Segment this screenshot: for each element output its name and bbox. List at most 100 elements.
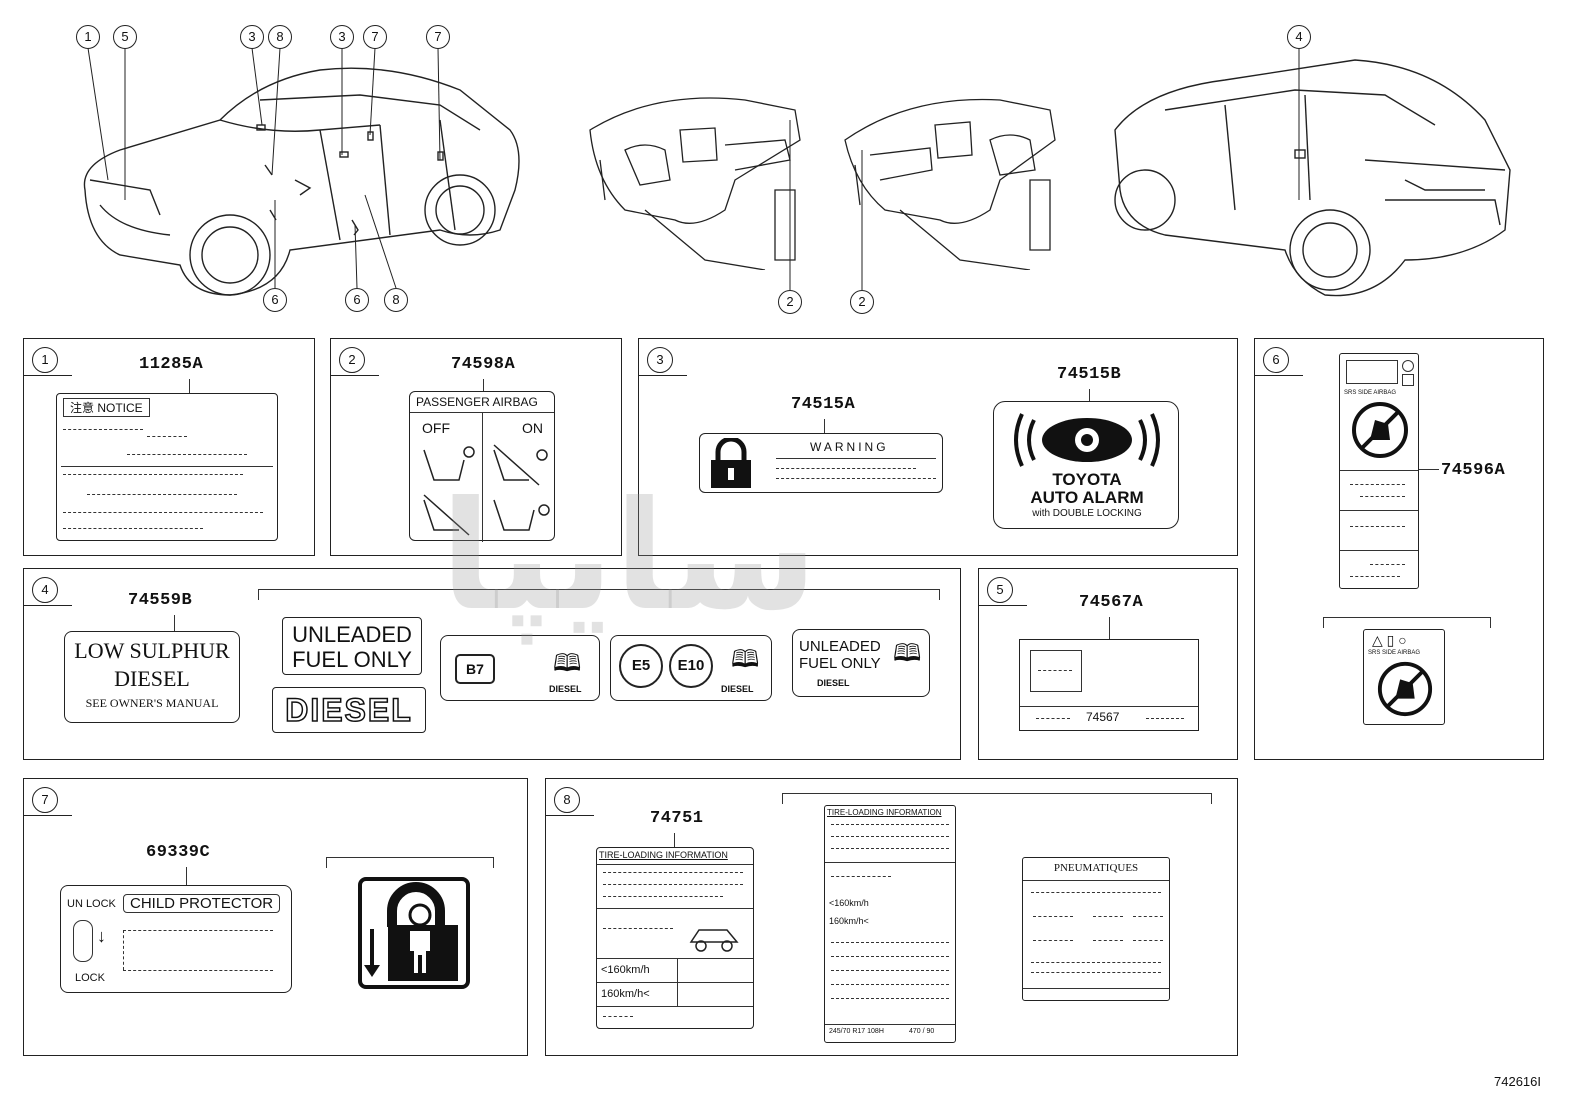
part-number-a: 74515A	[791, 395, 856, 414]
leader-lines	[87, 47, 1300, 290]
uf-line2: FUEL ONLY	[799, 655, 881, 672]
pneumatiques-label: PNEUMATIQUES	[1022, 857, 1170, 1001]
panel-number: 6	[1263, 347, 1289, 373]
callout-6b: 6	[345, 288, 369, 312]
no-child-seat-icon-small	[1377, 661, 1433, 717]
alt-bracket	[1323, 617, 1491, 628]
alt-bracket	[258, 589, 940, 600]
panel-number: 1	[32, 347, 58, 373]
panel-2: 2 74598A PASSENGER AIRBAG OFF ON	[330, 338, 622, 556]
airbag-off: OFF	[422, 420, 450, 436]
panel-4: 4 74559B LOW SULPHUR DIESEL SEE OWNER'S …	[23, 568, 961, 760]
alt-bracket	[326, 857, 494, 868]
callout-1: 1	[76, 25, 100, 49]
panel-5: 5 74567A 74567	[978, 568, 1238, 760]
speed-3: <160km/h	[829, 898, 869, 908]
panel-number: 5	[987, 577, 1013, 603]
unleaded-fuel-small-label: UNLEADED FUEL ONLY 🕮 DIESEL	[792, 629, 930, 697]
part-number: 74596A	[1441, 461, 1506, 480]
speed-2: 160km/h<	[601, 988, 650, 1000]
uf-sub: DIESEL	[817, 678, 850, 688]
alarm-line1: TOYOTA	[1052, 470, 1122, 489]
callout-7b: 7	[426, 25, 450, 49]
lock-switch-icon	[73, 920, 93, 962]
callout-3b: 3	[330, 25, 354, 49]
unleaded-fuel-label: UNLEADED FUEL ONLY	[282, 617, 422, 675]
part-number: 74751	[650, 809, 704, 828]
panel-number: 4	[32, 577, 58, 603]
panel-3: 3 74515A WARNING 74515B TOYOTA AUTO ALAR…	[638, 338, 1238, 556]
book-icon: 🕮	[553, 650, 582, 677]
speed-1: <160km/h	[601, 964, 650, 976]
alt-bracket	[782, 793, 1212, 804]
callout-6: 6	[263, 288, 287, 312]
part-number: 74559B	[128, 591, 193, 610]
diesel-text: DIESEL	[284, 691, 413, 729]
low-sulphur-diesel-label: LOW SULPHUR DIESEL SEE OWNER'S MANUAL	[64, 631, 240, 723]
callout-2b: 2	[850, 290, 874, 314]
tire-loading-label-2: TIRE-LOADING INFORMATION <160km/h 160km/…	[824, 805, 956, 1043]
b7-sub: DIESEL	[549, 684, 582, 694]
part-number: 69339C	[146, 843, 211, 862]
watermark: ﺳﺎﻳﭙﺎ	[440, 470, 824, 644]
child-lock-icon	[358, 877, 470, 989]
lsd-line3: SEE OWNER'S MANUAL	[85, 696, 219, 710]
passenger-airbag-label: PASSENGER AIRBAG OFF ON	[409, 391, 555, 542]
panel-6: 6 SRS SIDE AIRBAG 74596A △ ▯ ○ SRS SIDE …	[1254, 338, 1544, 760]
panel-number: 2	[339, 347, 365, 373]
lsd-line2: DIESEL	[114, 666, 190, 691]
panel-number: 3	[647, 347, 673, 373]
lock-text: LOCK	[75, 972, 105, 984]
part-number: 74598A	[451, 355, 516, 374]
tire-title-2: TIRE-LOADING INFORMATION	[827, 808, 942, 817]
code-74567: 74567	[1086, 710, 1120, 724]
e5-e10-label: E5 E10 🕮 DIESEL	[610, 635, 772, 701]
tire-size: 245/70 R17 108H	[829, 1028, 884, 1035]
warning-label: WARNING	[699, 433, 943, 493]
car-front-illustration	[83, 67, 520, 296]
child-protector-text: CHILD PROTECTOR	[123, 894, 281, 913]
srs-top-text: SRS SIDE AIRBAG	[1344, 390, 1397, 396]
padlock-icon	[711, 438, 751, 488]
callout-2: 2	[778, 290, 802, 314]
callout-7: 7	[363, 25, 387, 49]
tire-pressure: 470 / 90	[909, 1028, 935, 1035]
callout-8: 8	[268, 25, 292, 49]
panel-1: 1 11285A 注意 NOTICE	[23, 338, 315, 556]
e5-badge: E5	[619, 644, 663, 688]
tire-title: TIRE-LOADING INFORMATION	[599, 850, 728, 860]
unleaded-line1: UNLEADED	[292, 622, 412, 647]
notice-title: 注意 NOTICE	[63, 398, 150, 417]
notice-label: 注意 NOTICE	[56, 393, 278, 541]
lsd-line1: LOW SULPHUR	[74, 638, 230, 663]
warning-text: WARNING	[810, 440, 889, 454]
tire-loading-label: TIRE-LOADING INFORMATION <160km/h 160km/…	[596, 847, 754, 1029]
part-number: 74567A	[1079, 593, 1144, 612]
speed-4: 160km/h<	[829, 916, 869, 926]
airbag-title: PASSENGER AIRBAG	[416, 395, 538, 409]
callout-3: 3	[240, 25, 264, 49]
e-sub: DIESEL	[721, 684, 754, 694]
pneu-title: PNEUMATIQUES	[1053, 862, 1139, 874]
no-child-seat-icon	[1352, 402, 1408, 458]
alarm-siren-icon	[1014, 413, 1160, 467]
part-number-b: 74515B	[1057, 365, 1122, 384]
diesel-label: DIESEL	[272, 687, 426, 733]
srs-bottom-text: SRS SIDE AIRBAG	[1368, 650, 1421, 656]
dashboard-lhd-illustration	[589, 97, 801, 270]
part-number: 11285A	[139, 355, 204, 374]
auto-alarm-label: TOYOTA AUTO ALARM with DOUBLE LOCKING	[993, 401, 1179, 529]
callout-8b: 8	[384, 288, 408, 312]
book-icon: 🕮	[893, 640, 922, 667]
unlock-text: UN LOCK	[67, 898, 116, 910]
b7-badge: B7	[455, 654, 495, 684]
uf-line1: UNLEADED	[799, 638, 881, 655]
unleaded-line2: FUEL ONLY	[292, 647, 412, 672]
diagram-id: 742616I	[1494, 1074, 1541, 1089]
dashboard-rhd-illustration	[844, 98, 1056, 270]
airbag-on: ON	[522, 420, 543, 436]
label-74567: 74567	[1019, 639, 1199, 731]
child-protector-label: UN LOCK CHILD PROTECTOR ↓ LOCK	[60, 885, 292, 993]
panel-number: 7	[32, 787, 58, 813]
car-load-icon	[689, 929, 739, 952]
